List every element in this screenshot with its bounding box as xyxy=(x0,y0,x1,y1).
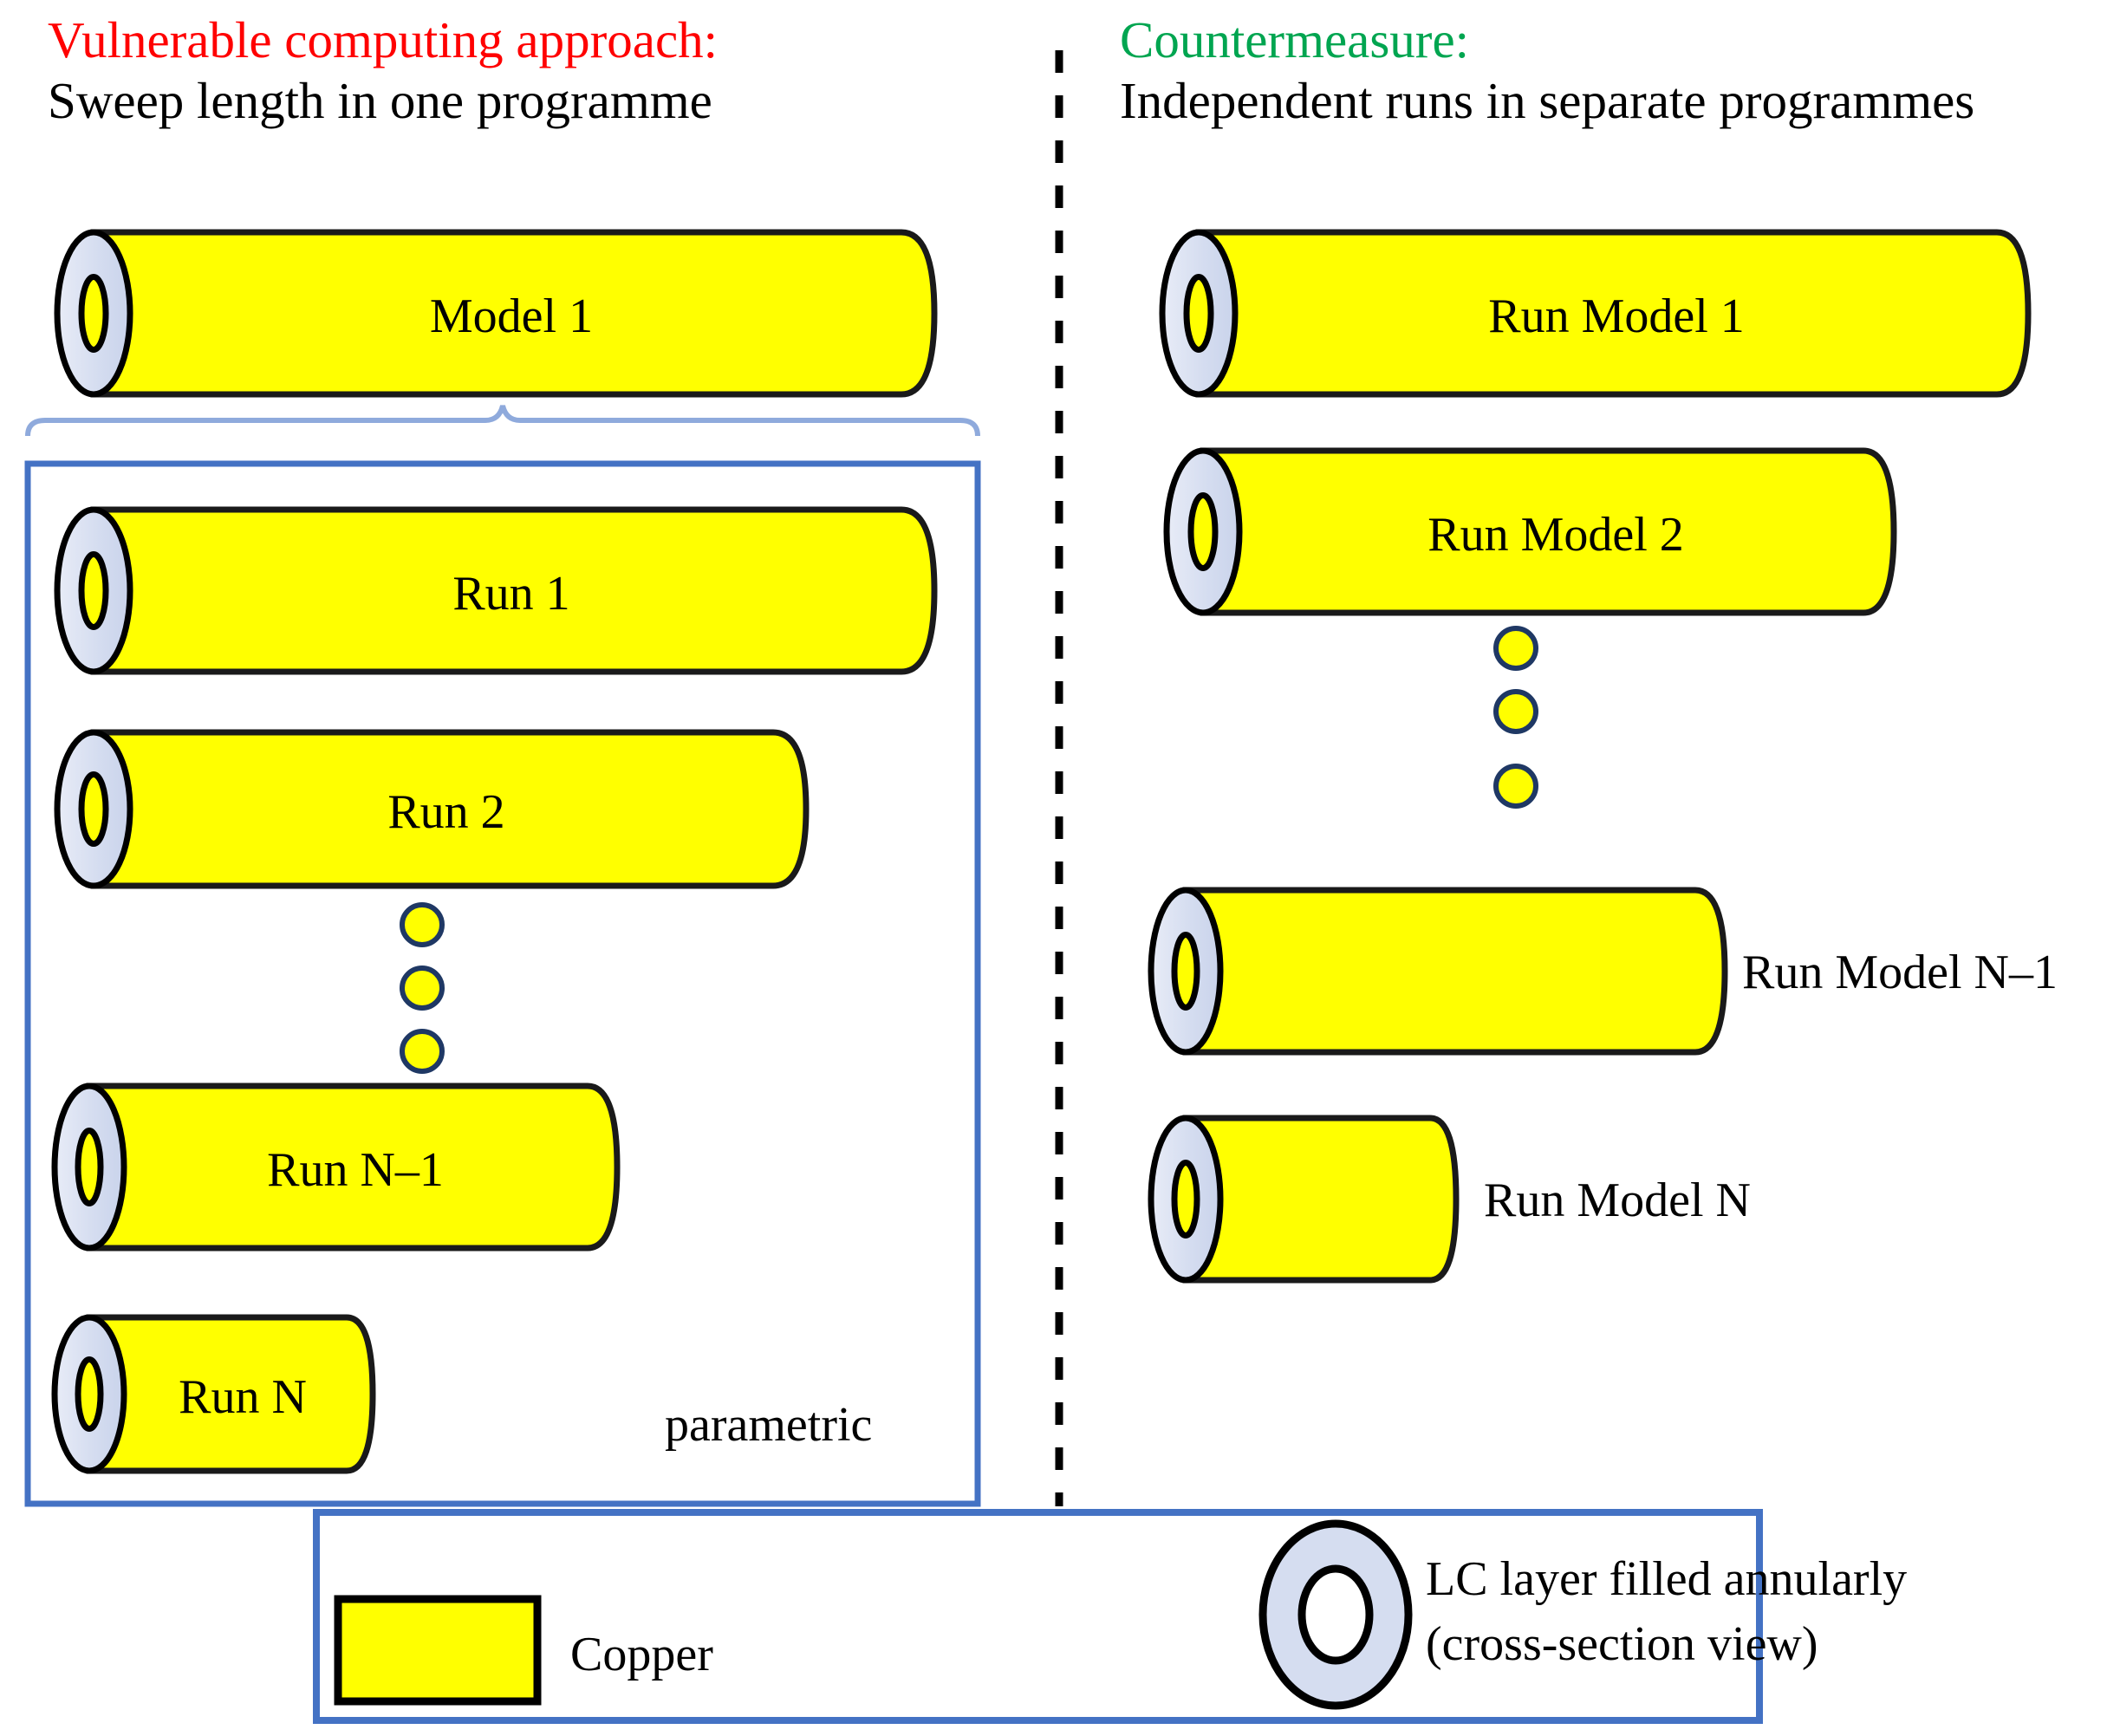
cylinder-run-model-2 xyxy=(1163,447,1897,616)
grouping-brace xyxy=(25,405,980,437)
right-subtitle: Independent runs in separate programmes xyxy=(1120,71,1975,129)
vertical-dots-right xyxy=(1493,626,1538,809)
cylinder-model-1 xyxy=(54,229,938,398)
cylinder-run-model-n-minus-1 xyxy=(1148,887,1728,1056)
cylinder-run-2 xyxy=(54,729,810,889)
cylinder-run-n-minus-1 xyxy=(51,1083,621,1252)
right-accent-title: Countermeasure: xyxy=(1120,11,1470,68)
parametric-label: parametric xyxy=(665,1398,873,1452)
cylinder-run-n xyxy=(51,1314,376,1474)
cylinder-run-model-n xyxy=(1148,1115,1460,1284)
legend-copper-swatch xyxy=(334,1595,542,1706)
cylinder-run-model-1 xyxy=(1159,229,2032,398)
left-subtitle: Sweep length in one programme xyxy=(48,71,712,129)
legend-box xyxy=(313,1509,1763,1724)
label-run-model-n: Run Model N xyxy=(1484,1174,1751,1227)
cylinder-run-1 xyxy=(54,506,938,675)
vertical-dots-left xyxy=(400,902,445,1074)
legend-lc-line1: LC layer filled annularly xyxy=(1426,1552,1908,1606)
legend-copper-label: Copper xyxy=(570,1628,713,1681)
right-column-header: Countermeasure: Independent runs in sepa… xyxy=(1120,10,1974,131)
legend-lc-line2: (cross-section view) xyxy=(1426,1617,1818,1671)
lc-annulus-icon xyxy=(1258,1519,1413,1710)
left-accent-title: Vulnerable computing approach: xyxy=(48,11,719,68)
label-run-model-n-minus-1: Run Model N–1 xyxy=(1742,946,2058,999)
parametric-group-box xyxy=(24,460,981,1507)
left-column-header: Vulnerable computing approach: Sweep len… xyxy=(48,10,718,131)
